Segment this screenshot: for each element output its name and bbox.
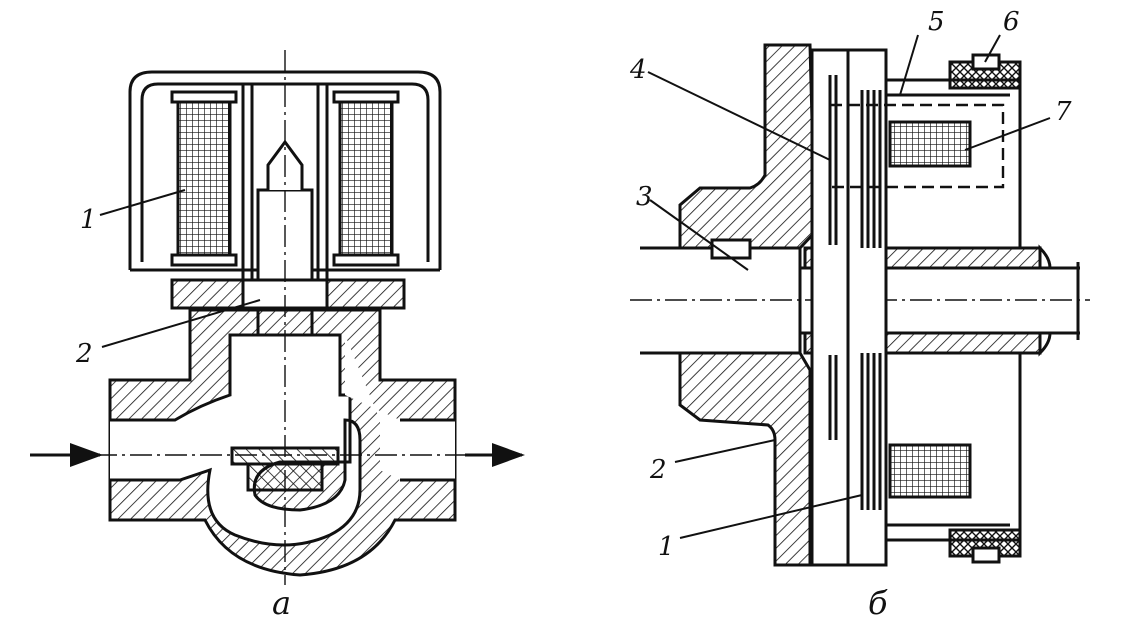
callout-b-1: 1 (658, 532, 675, 562)
figure-a-solenoid-valve (30, 50, 525, 585)
callout-b-3: 3 (636, 182, 653, 212)
callout-a-2: 2 (75, 339, 93, 369)
callout-b-5: 5 (928, 7, 945, 37)
callout-b-2: 2 (649, 455, 667, 485)
callout-b-7: 7 (1055, 97, 1072, 127)
caption-b: б (868, 584, 888, 622)
coil-lower (888, 443, 972, 499)
coil-right (338, 98, 394, 257)
figure-b-electromagnetic-clutch (630, 34, 1090, 567)
drive-flange (678, 43, 817, 250)
callout-b-4: 4 (629, 55, 647, 85)
coil-left (176, 98, 232, 257)
callout-a-1: 1 (80, 205, 97, 235)
caption-a: а (272, 584, 291, 622)
coil-upper (888, 120, 972, 168)
callout-b-6: 6 (1003, 7, 1020, 37)
